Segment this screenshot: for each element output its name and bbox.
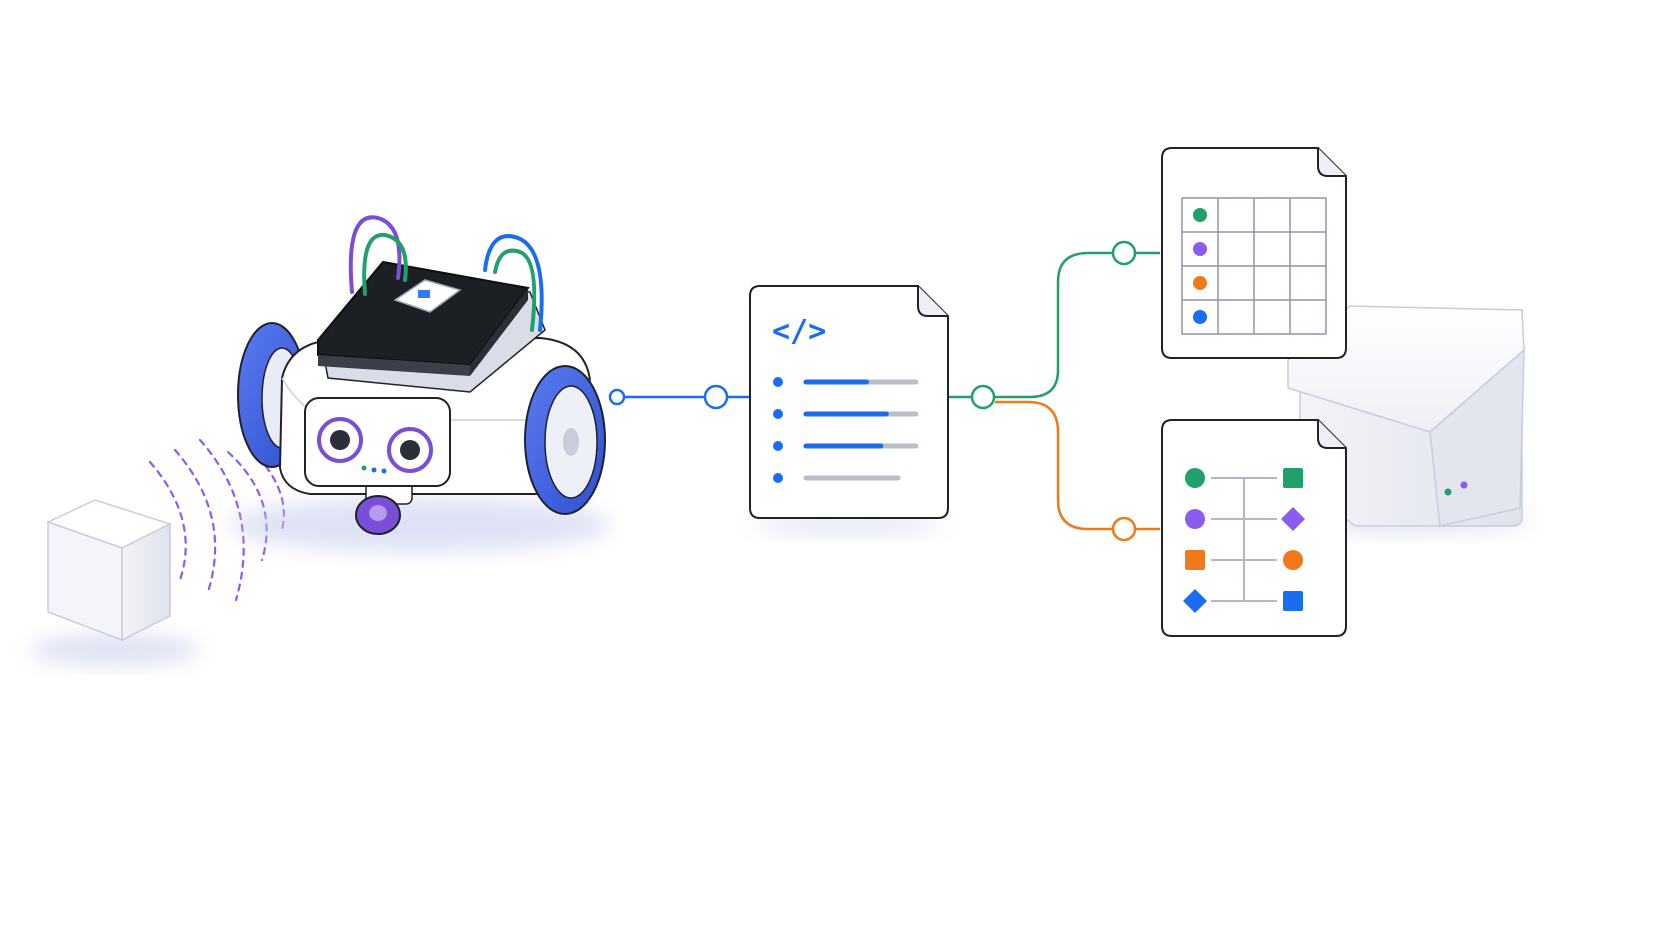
connectors [608, 240, 1160, 542]
code-document-icon: </> [749, 285, 949, 535]
chart-node-left [1185, 550, 1205, 570]
table-document-icon [1161, 147, 1347, 359]
chart-node-left [1185, 468, 1205, 488]
sonar-waves-icon [148, 438, 286, 602]
table-row-marker [1193, 208, 1207, 222]
code-brackets-icon: </> [772, 314, 826, 349]
code-line-bullet [773, 377, 783, 387]
obstacle-cube-icon [30, 499, 200, 666]
robot-car-icon [230, 215, 610, 553]
right-wheel-icon [524, 365, 606, 515]
code-line-bullet [773, 409, 783, 419]
code-lines [773, 377, 919, 483]
chart-document-icon [1161, 419, 1347, 637]
chart-node-right [1281, 507, 1305, 531]
code-line-bullet [773, 473, 783, 483]
grid-table-icon [1181, 197, 1327, 335]
chart-node-right [1283, 468, 1303, 488]
microcontroller-board-icon [317, 260, 546, 393]
code-to-table-connector [948, 251, 1160, 399]
storage-box-icon [1287, 305, 1530, 534]
chart-node-left [1185, 509, 1205, 529]
chart-node-left [1183, 589, 1207, 613]
jumper-wires-icon [348, 215, 544, 332]
ultrasonic-sensor-icon [304, 397, 451, 487]
table-row-marker [1193, 310, 1207, 324]
code-to-chart-connector [995, 400, 1160, 531]
table-row-marker [1193, 242, 1207, 256]
chart-node-right [1283, 550, 1303, 570]
table-row-marker [1193, 276, 1207, 290]
code-line-bullet [773, 441, 783, 451]
chart-node-right [1283, 591, 1303, 611]
flow-chart-icon [1183, 468, 1305, 613]
